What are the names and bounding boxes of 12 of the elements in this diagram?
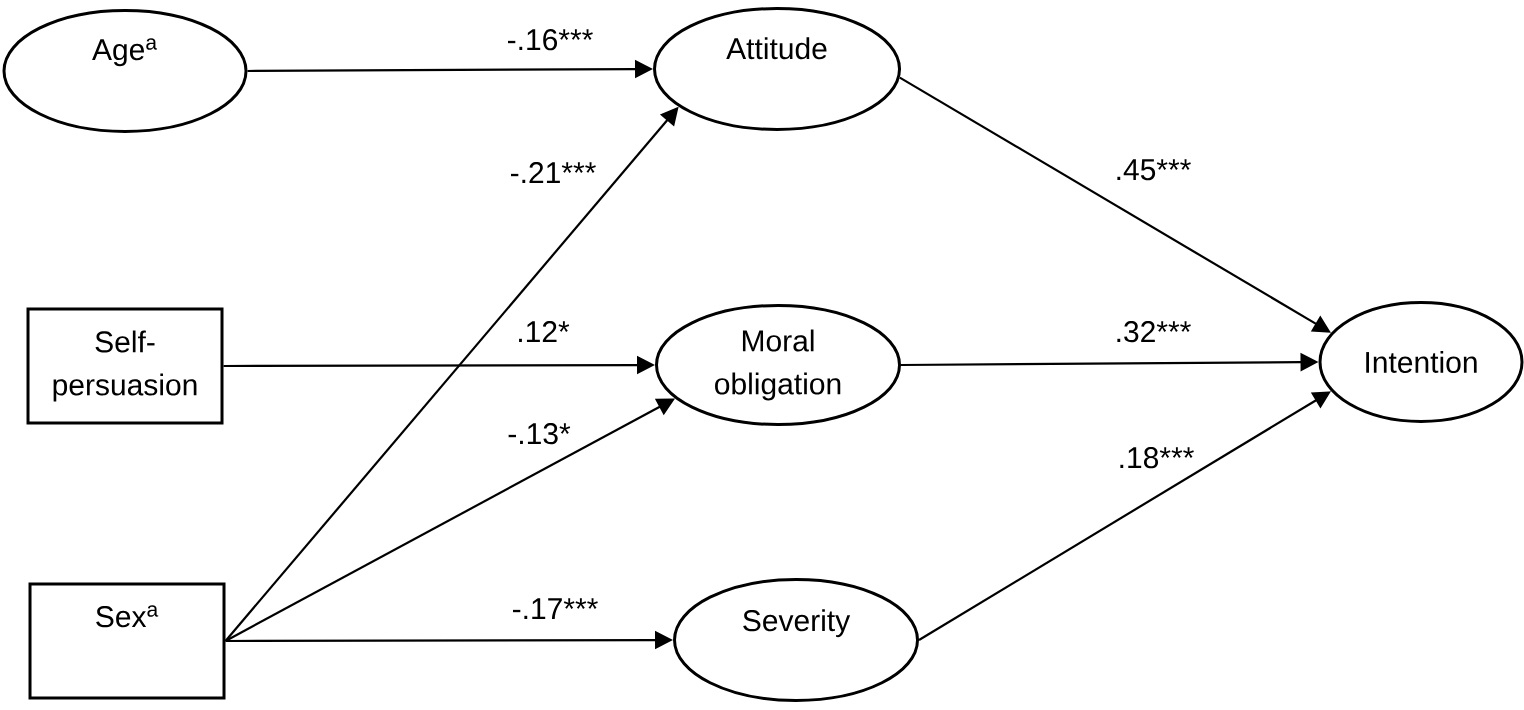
variable-box: Sex$^{a}$ [28,582,226,700]
edge-label: .45*** [1112,157,1194,183]
edge-label: .18*** [1115,445,1197,471]
arrow [918,391,1331,641]
edge-label: -.17*** [509,596,601,621]
edge-label: -.13* [505,421,573,447]
edge-label: -.21*** [507,160,599,185]
edge-label: .12* [514,319,572,344]
arrow [899,76,1331,333]
edge-label: -.16*** [504,27,596,53]
variable-box: Self-persuasion [26,307,224,425]
edge-label: .32*** [1112,319,1194,345]
